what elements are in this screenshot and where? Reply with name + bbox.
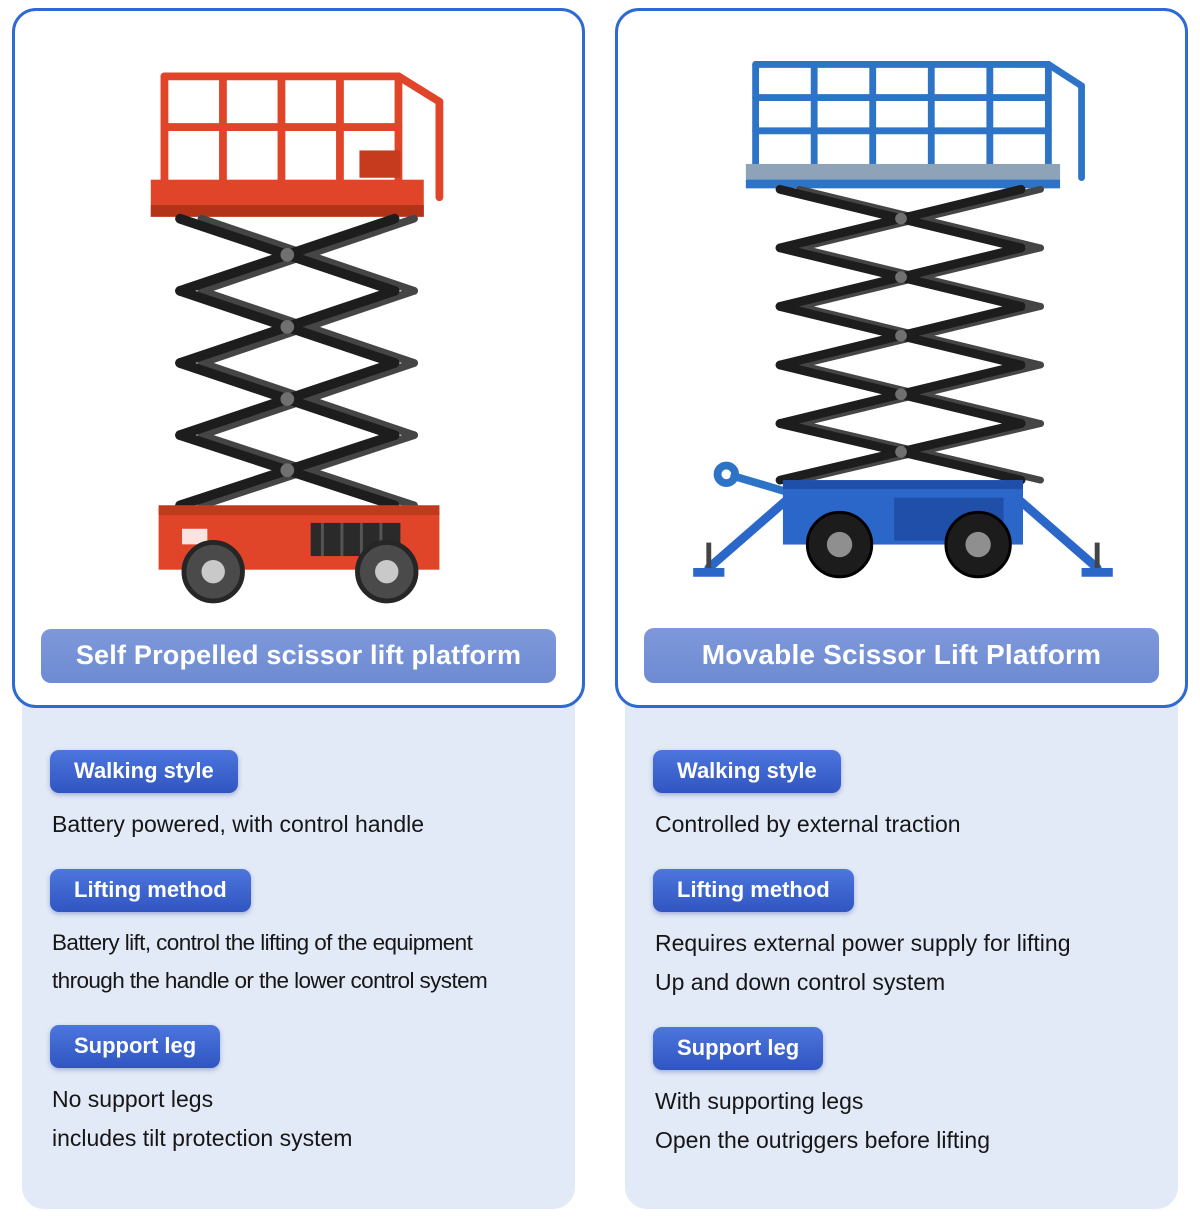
product-title-banner: Movable Scissor Lift Platform [644,628,1159,683]
spec-line: Battery lift, control the lifting of the… [52,929,473,955]
spec-support-leg: Support leg With supporting legs Open th… [653,1026,1150,1161]
spec-line: Controlled by external traction [655,811,961,837]
spec-text: With supporting legs Open the outriggers… [655,1082,1148,1161]
spec-badge-label: Walking style [677,758,817,783]
product-column-self-propelled: Self Propelled scissor lift platform Wal… [12,8,585,1209]
spec-line: Requires external power supply for lifti… [655,929,1071,956]
spec-badge-lifting-method: Lifting method [653,868,854,912]
product-card-self-propelled: Self Propelled scissor lift platform [12,8,585,708]
product-title: Self Propelled scissor lift platform [75,640,522,670]
product-title: Movable Scissor Lift Platform [701,639,1102,670]
spec-line: Open the outriggers before lifting [655,1127,990,1154]
blue-scissor-lift-image [692,60,1113,578]
spec-line: Up and down control system [655,969,946,996]
spec-walking-style: Walking style Battery powered, with cont… [50,750,547,845]
spec-line: Battery powered, with control handle [52,811,425,837]
spec-panel-movable: Walking style Controlled by external tra… [625,680,1178,1209]
spec-lifting-method: Lifting method Battery lift, control the… [50,868,547,1001]
spec-badge-support-leg: Support leg [653,1026,824,1070]
spec-text: Battery lift, control the lifting of the… [52,924,545,1001]
spec-support-leg: Support leg No support legs includes til… [50,1024,547,1159]
spec-badge-support-leg: Support leg [50,1024,221,1068]
product-column-movable: Movable Scissor Lift Platform Walking st… [615,8,1188,1209]
spec-badge-walking-style: Walking style [653,750,841,793]
spec-line: through the handle or the lower control … [52,968,488,994]
spec-line: No support legs [52,1085,214,1112]
spec-badge-label: Support leg [74,1032,197,1058]
spec-text: Battery powered, with control handle [52,805,545,845]
red-scissor-lift-image [150,72,443,604]
product-title-banner: Self Propelled scissor lift platform [41,629,556,683]
spec-line: includes tilt protection system [52,1125,353,1152]
spec-text: No support legs includes tilt protection… [52,1080,545,1159]
spec-panel-self-propelled: Walking style Battery powered, with cont… [22,680,575,1209]
spec-badge-label: Support leg [677,1034,800,1060]
spec-line: With supporting legs [655,1087,864,1114]
product-image-wrap [618,11,1185,622]
spec-badge-lifting-method: Lifting method [50,868,251,912]
spec-text: Requires external power supply for lifti… [655,924,1148,1003]
product-image-wrap [15,11,582,623]
product-card-movable: Movable Scissor Lift Platform [615,8,1188,708]
spec-text: Controlled by external traction [655,805,1148,845]
spec-walking-style: Walking style Controlled by external tra… [653,750,1150,845]
spec-badge-label: Lifting method [74,876,227,902]
spec-badge-label: Walking style [74,758,214,783]
spec-badge-label: Lifting method [677,876,830,902]
spec-lifting-method: Lifting method Requires external power s… [653,868,1150,1003]
spec-badge-walking-style: Walking style [50,750,238,793]
